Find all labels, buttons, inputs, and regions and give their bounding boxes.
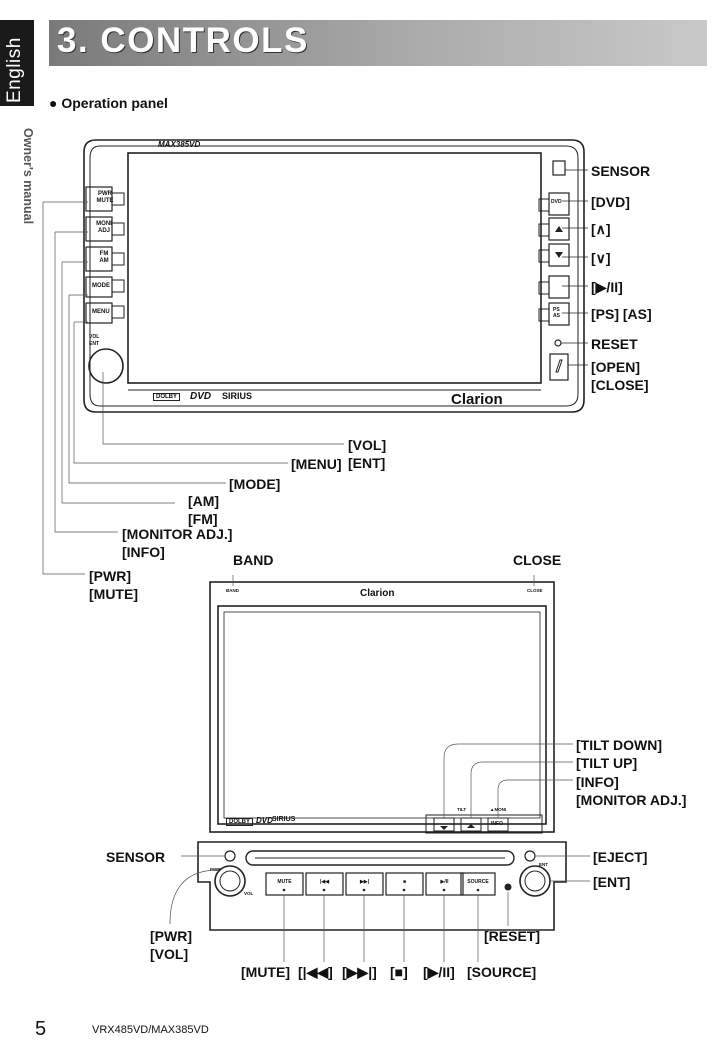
callout-source: [SOURCE]	[467, 964, 537, 980]
callout-pwr-vol: [PWR][VOL]	[150, 928, 192, 962]
clarion-logo: Clarion	[451, 391, 503, 408]
callout-am-fm: [AM][FM]	[188, 493, 220, 527]
close-button[interactable]: CLOSE	[527, 588, 543, 593]
callout-reset-2: [RESET]	[484, 928, 540, 944]
callout-reset: RESET	[591, 336, 638, 352]
info-button[interactable]: INFO	[491, 821, 503, 827]
callout-vol-ent: [VOL][ENT]	[348, 437, 387, 471]
callout-pwr-mute: [PWR][MUTE]	[89, 568, 138, 602]
callout-play-pause-2: [▶/II]	[423, 964, 455, 980]
callout-sensor-2: SENSOR	[106, 849, 166, 865]
model-badge: MAX385VD	[158, 140, 201, 149]
callout-tilt-up: [TILT UP]	[576, 755, 638, 771]
chapter-title: 3. CONTROLS	[57, 21, 309, 60]
tilt-label: TILT	[457, 807, 467, 812]
band-button[interactable]: BAND	[226, 588, 239, 593]
callout-play-pause: [▶/II]	[591, 279, 623, 295]
callout-ps-as: [PS] [AS]	[591, 306, 652, 322]
callout-eject: [EJECT]	[593, 849, 648, 865]
callout-mode: [MODE]	[229, 476, 281, 492]
stop-key[interactable]: ■	[402, 879, 407, 885]
callout-menu: [MENU]	[291, 456, 342, 472]
page-number: 5	[35, 1018, 47, 1040]
menu-button[interactable]: MENU	[92, 309, 110, 315]
ent-label: ENT	[539, 862, 548, 867]
dvd-logo: DVD	[190, 391, 212, 402]
callout-dvd: [DVD]	[591, 194, 630, 210]
clarion-logo-2: Clarion	[360, 588, 395, 599]
callout-sensor: SENSOR	[591, 163, 651, 179]
next-key[interactable]: ▶▶|	[359, 879, 370, 885]
source-key[interactable]: SOURCE	[467, 879, 489, 885]
mode-button[interactable]: MODE	[92, 283, 110, 289]
play-pause-key[interactable]: ▶/II	[440, 879, 449, 885]
dvd-button[interactable]: DVD	[551, 199, 562, 205]
dolby-logo-2: DOLBY	[226, 818, 253, 826]
moni-label: ▲MONI	[490, 807, 507, 812]
sirius-logo: SIRIUS	[222, 391, 253, 401]
callout-prev: [|◀◀]	[298, 964, 333, 980]
sirius-logo-2: SIRIUS	[272, 816, 296, 823]
callout-next: [▶▶|]	[342, 964, 377, 980]
vol-label: VOL	[244, 891, 254, 896]
pwr-label: PWR	[210, 867, 221, 872]
dvd-logo-2: DVD	[256, 816, 273, 825]
chapter-banner: 3. CONTROLS	[49, 20, 707, 66]
callout-band: BAND	[233, 552, 274, 568]
callout-monitor-info: [MONITOR ADJ.][INFO]	[122, 526, 233, 560]
callout-tilt-down: [TILT DOWN]	[576, 737, 663, 753]
callout-close: CLOSE	[513, 552, 562, 568]
callout-info-monitor: [INFO][MONITOR ADJ.]	[576, 774, 687, 808]
section-heading: ● Operation panel	[49, 95, 168, 111]
callout-down: [∨]	[591, 250, 611, 266]
dolby-logo: DOLBY	[153, 393, 180, 401]
footer-model: VRX485VD/MAX385VD	[92, 1024, 209, 1036]
callout-open-close: [OPEN][CLOSE]	[591, 359, 649, 393]
callout-ent: [ENT]	[593, 874, 631, 890]
language-tab: English	[0, 20, 34, 106]
prev-key[interactable]: |◀◀	[319, 879, 330, 885]
callout-mute-2: [MUTE]	[241, 964, 290, 980]
callout-up: [∧]	[591, 221, 611, 237]
callout-stop: [■]	[390, 964, 408, 980]
mute-key[interactable]: MUTE	[277, 879, 292, 885]
